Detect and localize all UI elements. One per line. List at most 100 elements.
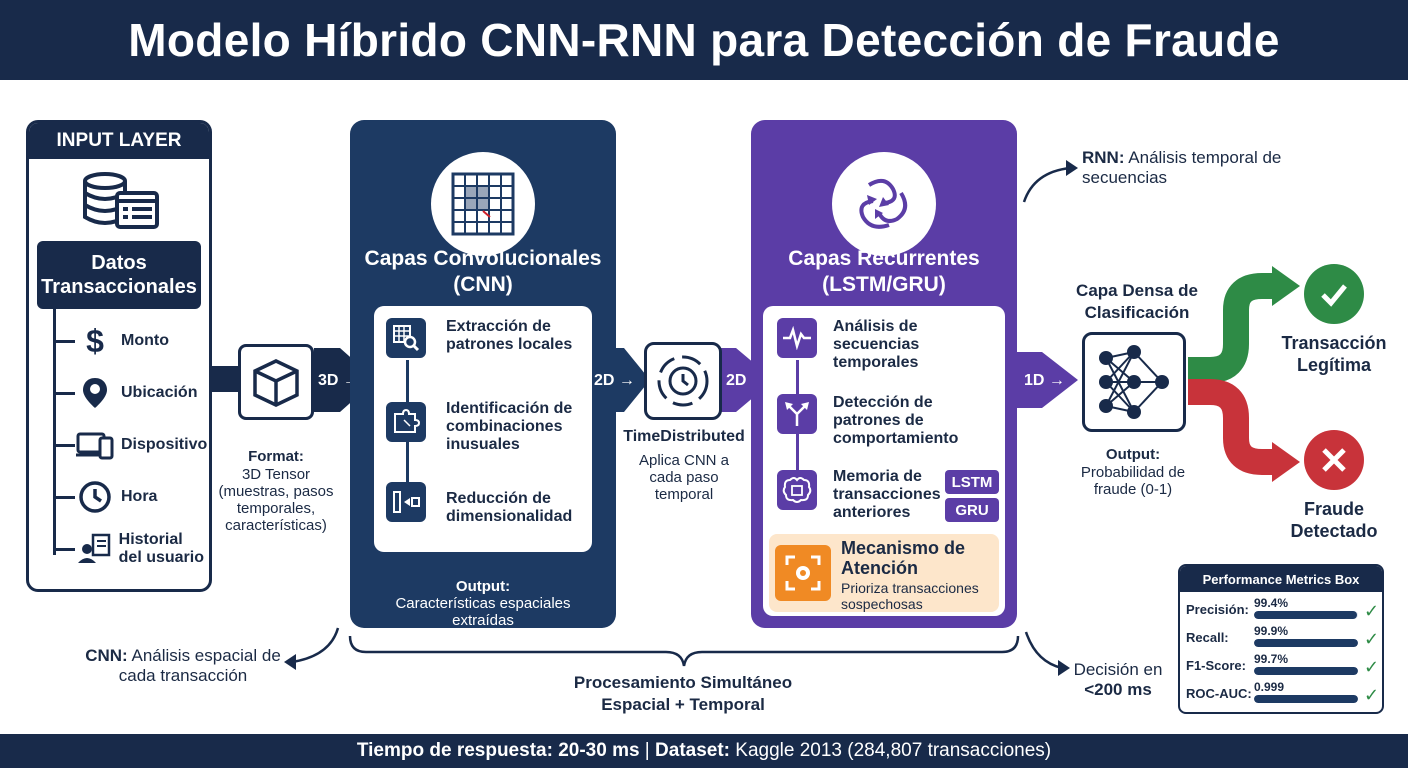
tensor-dim-label: 3D → bbox=[318, 372, 359, 389]
cnn-side-label-bold: CNN: bbox=[85, 646, 128, 665]
timedistributed-title: TimeDistributed bbox=[623, 428, 745, 445]
brain-memory-icon bbox=[777, 470, 817, 510]
feature-item-hora: Hora bbox=[39, 475, 209, 519]
dense-output: Output: Probabilidad de fraude (0-1) bbox=[1064, 446, 1202, 498]
timedistributed-desc-block: TimeDistributed Aplica CNN a cada paso t… bbox=[614, 428, 754, 503]
rnn-title: Capas Recurrentes (LSTM/GRU) bbox=[788, 247, 980, 296]
feature-label: Hora bbox=[121, 488, 158, 505]
branching-arrows-icon bbox=[777, 394, 817, 434]
metric-bar-fill bbox=[1254, 695, 1358, 703]
neural-network-icon bbox=[1099, 345, 1169, 419]
metric-value: 99.9% bbox=[1254, 624, 1289, 638]
x-icon bbox=[1304, 430, 1364, 490]
footer-dataset-label: Dataset: bbox=[655, 740, 731, 761]
database-icon bbox=[81, 171, 161, 236]
metric-name: Precisión: bbox=[1186, 602, 1249, 617]
dense-box bbox=[1082, 332, 1186, 432]
input-layer-header: INPUT LAYER bbox=[29, 123, 209, 159]
metric-value: 0.999 bbox=[1254, 680, 1285, 694]
metric-row: F1-Score: 99.7% ✓ bbox=[1186, 652, 1380, 680]
dense-in-label: 1D → bbox=[1024, 372, 1065, 389]
feature-label: Monto bbox=[121, 332, 169, 349]
rnn-steps-box: Análisis de secuencias temporales Detecc… bbox=[763, 306, 1005, 616]
feature-item-historial: Historial del usuario bbox=[39, 527, 209, 571]
footer-bar: Tiempo de respuesta: 20-30 ms | Dataset:… bbox=[0, 734, 1408, 768]
format-desc: 3D Tensor (muestras, pasos temporales, c… bbox=[218, 466, 334, 534]
metric-row: Precisión: 99.4% ✓ bbox=[1186, 596, 1380, 624]
metric-name: F1-Score: bbox=[1186, 658, 1246, 673]
cnn-step-1: Extracción de patrones locales bbox=[446, 318, 573, 353]
cnn-output: Output: Características espaciales extra… bbox=[350, 578, 616, 629]
metric-value: 99.7% bbox=[1254, 652, 1289, 666]
time-cycle-icon bbox=[657, 355, 709, 407]
metric-row: Recall: 99.9% ✓ bbox=[1186, 624, 1380, 652]
cnn-output-title: Output: bbox=[455, 578, 511, 595]
footer-separator: | bbox=[639, 740, 656, 761]
dense-output-title: Output: bbox=[1105, 446, 1161, 463]
td-in-label: 2D → bbox=[594, 372, 635, 389]
input-layer-panel: INPUT LAYER Datos Transaccionales $ Mont… bbox=[26, 120, 212, 592]
decision-block: Decisión en <200 ms bbox=[1064, 660, 1172, 700]
footer-dataset: Kaggle 2013 (284,807 transacciones) bbox=[730, 740, 1052, 761]
metric-bar-fill bbox=[1254, 611, 1358, 619]
metric-check-icon: ✓ bbox=[1364, 685, 1380, 705]
cnn-steps-box: Extracción de patrones locales Identific… bbox=[374, 306, 592, 552]
rnn-side-label-text: Análisis temporal de secuencias bbox=[1082, 148, 1282, 187]
attention-desc: Prioriza transacciones sospechosas bbox=[841, 580, 979, 612]
legit-label: Transacción Legítima bbox=[1281, 333, 1387, 375]
tensor-format: Format: 3D Tensor (muestras, pasos tempo… bbox=[206, 448, 346, 534]
clock-icon bbox=[75, 477, 115, 517]
grid-filter-icon bbox=[431, 152, 535, 256]
rnn-side-label-bold: RNN: bbox=[1082, 148, 1125, 167]
metric-bar-track bbox=[1254, 667, 1358, 675]
metric-check-icon: ✓ bbox=[1364, 629, 1380, 649]
timedistributed-desc: Aplica CNN a cada paso temporal bbox=[638, 452, 730, 503]
metric-row: ROC-AUC: 0.999 ✓ bbox=[1186, 680, 1380, 708]
metric-check-icon: ✓ bbox=[1364, 601, 1380, 621]
feature-label: Ubicación bbox=[121, 384, 198, 401]
rnn-step-3: Memoria de transacciones anteriores bbox=[833, 468, 941, 521]
cnn-side-label-text: Análisis espacial de cada transacción bbox=[118, 646, 281, 685]
dense-output-desc: Probabilidad de fraude (0-1) bbox=[1080, 464, 1186, 498]
timedistributed-box bbox=[644, 342, 722, 420]
puzzle-icon bbox=[386, 402, 426, 442]
datos-transaccionales-box: Datos Transaccionales bbox=[37, 241, 201, 309]
footer-response-time: Tiempo de respuesta: 20-30 ms bbox=[356, 740, 640, 761]
decision-pre: Decisión en bbox=[1073, 660, 1163, 679]
feature-item-ubicacion: Ubicación bbox=[39, 371, 209, 415]
lstm-chip: LSTM bbox=[945, 470, 999, 494]
tensor-cube-box bbox=[238, 344, 314, 420]
decision-value: <200 ms bbox=[1084, 680, 1152, 699]
cnn-step-3: Reducción de dimensionalidad bbox=[446, 490, 573, 525]
attention-box: Mecanismo de Atención Prioriza transacci… bbox=[769, 534, 999, 612]
gru-chip: GRU bbox=[945, 498, 999, 522]
metric-bar-fill bbox=[1254, 639, 1358, 647]
rnn-panel: Capas Recurrentes (LSTM/GRU) Análisis de… bbox=[751, 120, 1017, 628]
metric-bar-track bbox=[1254, 639, 1358, 647]
feature-tree-line bbox=[53, 309, 56, 555]
rnn-side-label: RNN: Análisis temporal de secuencias bbox=[1082, 148, 1292, 188]
performance-metrics-box: Performance Metrics Box Precisión: 99.4%… bbox=[1178, 564, 1384, 714]
cnn-side-label: CNN: Análisis espacial de cada transacci… bbox=[80, 646, 286, 686]
reduce-dimension-icon bbox=[386, 482, 426, 522]
magnify-grid-icon bbox=[386, 318, 426, 358]
metric-name: Recall: bbox=[1186, 630, 1229, 645]
page-title: Modelo Híbrido CNN-RNN para Detección de… bbox=[128, 14, 1280, 66]
feature-item-dispositivo: Dispositivo bbox=[39, 423, 209, 467]
format-title: Format: bbox=[248, 448, 304, 465]
focus-target-icon bbox=[775, 545, 831, 601]
dollar-icon: $ bbox=[86, 322, 104, 359]
feature-label: Dispositivo bbox=[121, 436, 208, 453]
cube-icon bbox=[253, 359, 299, 407]
waveform-icon bbox=[777, 318, 817, 358]
title-bar: Modelo Híbrido CNN-RNN para Detección de… bbox=[0, 0, 1408, 80]
feature-item-monto: $ Monto bbox=[39, 319, 209, 363]
devices-icon bbox=[75, 425, 115, 465]
user-history-icon bbox=[75, 529, 113, 569]
metric-name: ROC-AUC: bbox=[1186, 686, 1252, 701]
feature-label: Historial del usuario bbox=[118, 531, 204, 566]
attention-title: Mecanismo de Atención bbox=[841, 538, 966, 578]
metric-check-icon: ✓ bbox=[1364, 657, 1380, 677]
metric-value: 99.4% bbox=[1254, 596, 1289, 610]
